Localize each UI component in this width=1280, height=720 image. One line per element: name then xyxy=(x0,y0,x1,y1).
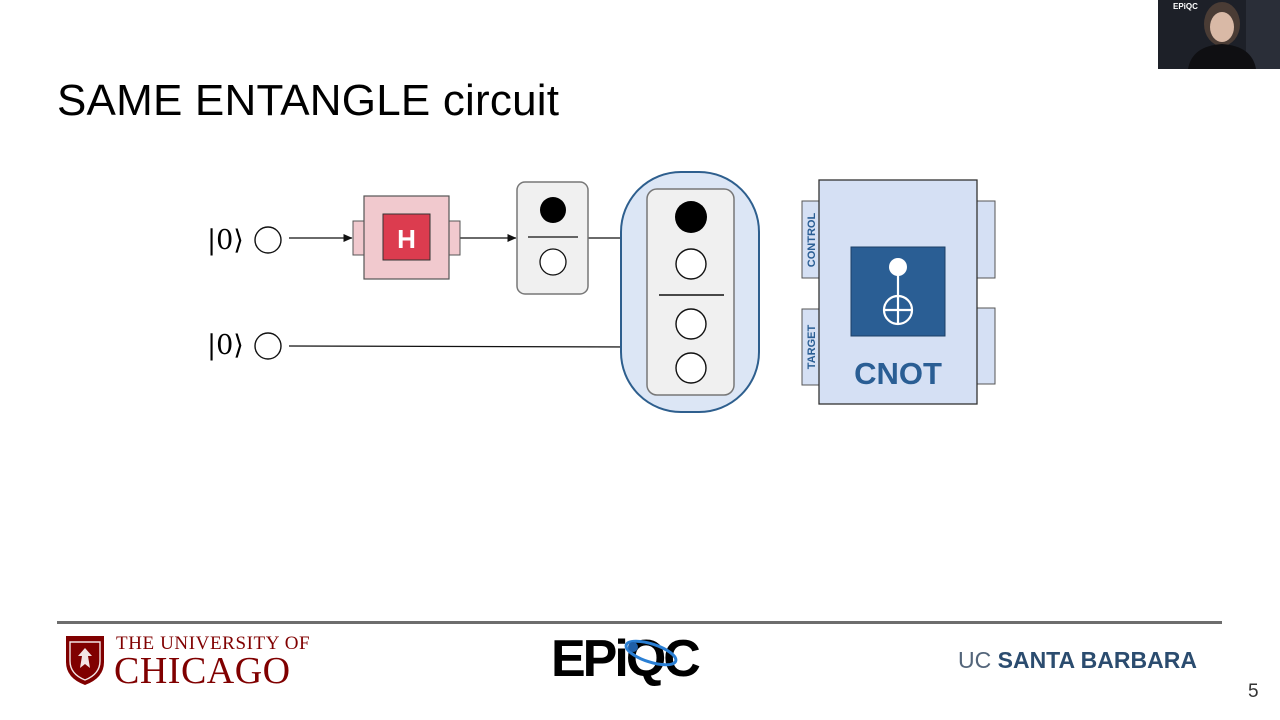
entangled-empty-dot-icon xyxy=(675,352,707,384)
epiqc-orbit-icon xyxy=(624,639,678,667)
uchicago-line2: CHICAGO xyxy=(114,650,291,692)
cnot-control-label: CONTROL xyxy=(806,213,818,268)
webcam-logo: EPiQC xyxy=(1173,2,1198,11)
uchicago-crest-icon xyxy=(66,636,104,685)
uchicago-line1: THE UNIVERSITY OF xyxy=(116,633,311,654)
presenter-webcam: EPiQC xyxy=(1158,0,1280,69)
wire-bottom-to-entangled xyxy=(288,342,648,351)
slide-title: SAME ENTANGLE circuit xyxy=(57,76,560,125)
entangled-filled-dot-icon xyxy=(675,201,707,233)
state-filled-dot-icon xyxy=(540,197,566,223)
epiqc-logo: EPiQC xyxy=(549,630,734,693)
cnot-label: CNOT xyxy=(854,356,942,391)
footer-divider xyxy=(57,621,1222,624)
entangled-empty-dot-icon xyxy=(675,308,707,340)
state-empty-dot-icon xyxy=(539,248,567,276)
qubit-top-input-icon xyxy=(254,226,282,254)
ucsb-uc: UC xyxy=(958,647,992,673)
presenter-video-icon xyxy=(1158,0,1280,69)
hadamard-gate: H xyxy=(352,195,461,280)
ucsb-name: SANTA BARBARA xyxy=(997,647,1197,673)
qubit-top-label: |0⟩ xyxy=(207,225,244,256)
ucsb-logo: UC SANTA BARBARA xyxy=(958,647,1197,674)
cnot-gate: CONTROL TARGET CNOT xyxy=(801,179,996,405)
entangled-empty-dot-icon xyxy=(675,248,707,280)
uchicago-logo: THE UNIVERSITY OF CHICAGO xyxy=(64,632,324,692)
entangled-state-box xyxy=(620,171,760,413)
superposition-state-box xyxy=(516,181,589,295)
page-number: 5 xyxy=(1248,681,1259,702)
control-dot-icon xyxy=(889,258,907,276)
qubit-bottom-label: |0⟩ xyxy=(207,330,244,361)
circuit-diagram: |0⟩ |0⟩ H CONTROL TARGE xyxy=(207,171,996,413)
hadamard-label: H xyxy=(397,224,416,254)
cnot-target-label: TARGET xyxy=(806,325,818,370)
qubit-bottom-input-icon xyxy=(254,332,282,360)
